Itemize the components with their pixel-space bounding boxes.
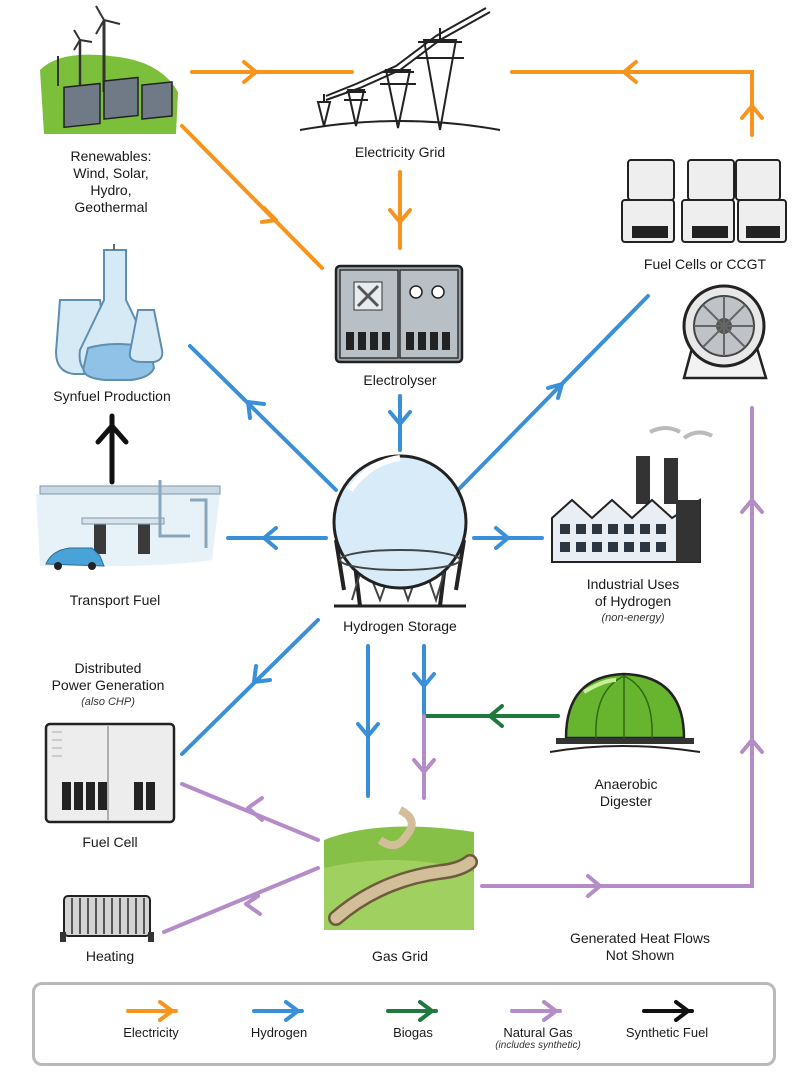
transport-fuel-icon	[36, 480, 221, 570]
industrial-uses-note: (non-energy)	[601, 612, 665, 624]
distributed-power-text: Distributed Power Generation	[51, 660, 165, 693]
label-synfuel-production: Synfuel Production	[53, 388, 171, 404]
electricity-grid-icon	[299, 7, 501, 131]
flow-arrowheads	[95, 60, 764, 916]
arrowhead	[244, 894, 262, 916]
fuel-cell-icon	[44, 722, 176, 824]
label-gas-grid: Gas Grid	[371, 948, 428, 964]
flow-gas-grid-to-heating	[162, 866, 320, 934]
legend-swatch-hydrogen	[252, 1000, 304, 1022]
industrial-uses-icon	[551, 426, 713, 563]
gas-grid-icon	[324, 804, 478, 930]
electrolyser-icon	[334, 264, 464, 364]
label-renewables: Renewables: Wind, Solar, Hydro, Geotherm…	[70, 148, 152, 215]
arrowhead	[412, 758, 436, 774]
arrowhead	[246, 796, 264, 822]
fuel-cells-ccgt-icon	[621, 159, 787, 380]
hydrogen-storage-icon	[332, 454, 468, 608]
legend-electricity: Electricity	[123, 1025, 179, 1040]
arrowhead	[740, 104, 764, 120]
arrowhead	[740, 498, 764, 514]
flow-storage-to-fuel-cell	[180, 618, 320, 756]
arrowhead	[262, 526, 278, 550]
label-distributed-power: Distributed Power Generation (also CHP)	[30, 660, 186, 711]
flow-storage-to-synfuel	[188, 344, 338, 492]
heating-icon	[60, 895, 154, 942]
arrowhead	[356, 722, 380, 738]
label-transport-fuel: Transport Fuel	[69, 592, 161, 608]
label-fuel-cell: Fuel Cell	[82, 834, 138, 850]
label-hydrogen-storage: Hydrogen Storage	[343, 618, 457, 634]
industrial-uses-text: Industrial Uses of Hydrogen	[586, 576, 680, 609]
distributed-power-note: (also CHP)	[81, 696, 135, 708]
flow-ccgt-to-grid	[510, 70, 754, 137]
arrowhead	[260, 206, 278, 224]
label-heat-note: Generated Heat Flows Not Shown	[569, 930, 711, 963]
label-electrolyser: Electrolyser	[363, 372, 437, 388]
legend-natural-gas-note: (includes synthetic)	[495, 1040, 581, 1051]
legend-swatch-natural-gas	[510, 1000, 562, 1022]
arrowhead	[388, 410, 412, 426]
arrowhead	[488, 704, 504, 728]
flow-renewables-to-electrolyser	[180, 124, 324, 270]
arrowhead	[252, 664, 272, 684]
flow-storage-to-ccgt	[456, 294, 650, 492]
arrowhead	[388, 208, 412, 224]
legend-hydrogen: Hydrogen	[250, 1025, 308, 1040]
flow-gas-grid-to-ccgt	[480, 406, 754, 888]
arrowhead	[622, 60, 638, 84]
arrowhead	[546, 382, 564, 400]
legend-swatch-electricity	[126, 1000, 178, 1022]
arrowhead	[95, 423, 129, 445]
legend-natural-gas: Natural Gas (includes synthetic)	[463, 1025, 613, 1051]
label-anaerobic-digester: Anaerobic Digester	[594, 776, 658, 809]
label-industrial-uses: Industrial Uses of Hydrogen (non-energy)	[550, 576, 716, 627]
arrowhead	[586, 874, 602, 898]
label-heating: Heating	[85, 948, 135, 964]
label-fuel-cells-ccgt: Fuel Cells or CCGT	[643, 256, 767, 272]
legend-synthetic-fuel: Synthetic Fuel	[625, 1025, 709, 1040]
legend-swatch-synthetic-fuel	[642, 1000, 694, 1022]
legend-biogas: Biogas	[393, 1025, 433, 1040]
arrowhead	[242, 60, 258, 84]
renewables-icon	[40, 5, 178, 134]
anaerobic-digester-icon	[549, 672, 701, 753]
arrowhead	[494, 526, 510, 550]
arrowhead	[412, 672, 436, 688]
synfuel-production-icon	[54, 244, 164, 381]
arrowhead	[740, 738, 764, 754]
legend-swatch-biogas	[386, 1000, 438, 1022]
legend-swatches	[126, 1000, 694, 1022]
legend: Electricity Hydrogen Biogas Natural Gas …	[32, 982, 776, 1066]
label-electricity-grid: Electricity Grid	[354, 144, 446, 160]
arrowhead	[246, 400, 266, 420]
legend-natural-gas-text: Natural Gas	[503, 1025, 573, 1040]
